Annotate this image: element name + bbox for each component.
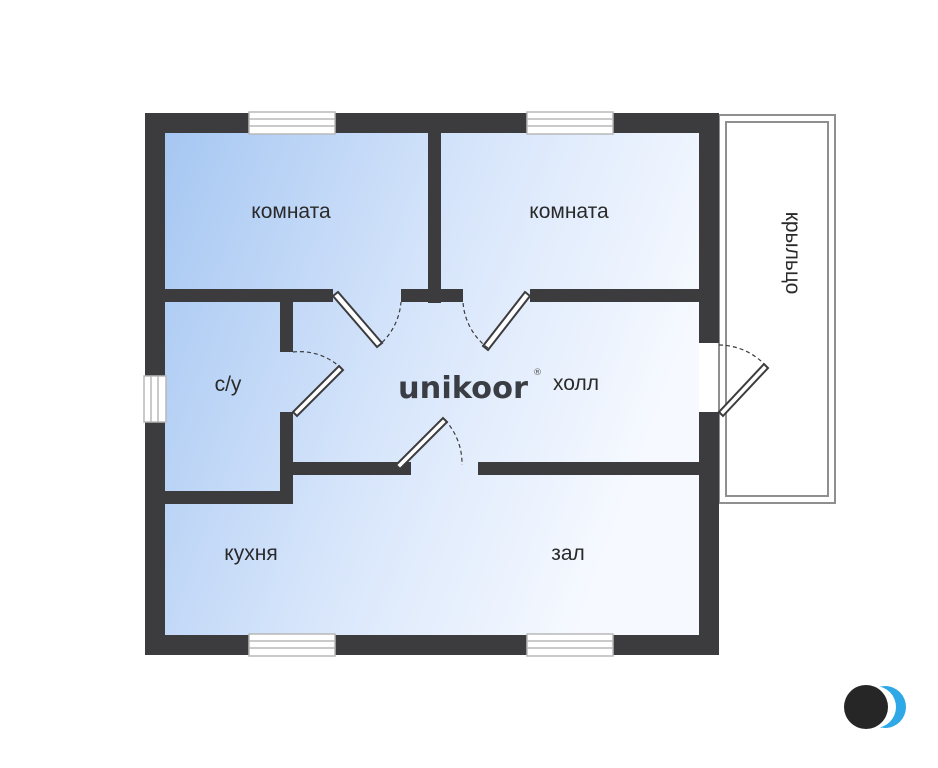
door-entrance bbox=[717, 344, 770, 418]
room-label-bathroom: с/у bbox=[215, 373, 242, 396]
wall-bath-right-upper bbox=[280, 302, 293, 352]
wall-room-right-bottom bbox=[530, 289, 699, 302]
outer-wall-right-lower bbox=[699, 412, 719, 655]
window-top-left bbox=[248, 111, 336, 135]
wall-room-middle-stub bbox=[401, 289, 463, 302]
outer-wall-right-upper bbox=[699, 113, 719, 343]
wall-room-left-bottom bbox=[165, 289, 333, 302]
outer-wall-bottom bbox=[145, 635, 719, 655]
windows bbox=[143, 111, 614, 657]
wall-between-rooms bbox=[428, 133, 441, 303]
window-top-right bbox=[526, 111, 614, 135]
outer-wall-top bbox=[145, 113, 719, 133]
door-room-right bbox=[462, 290, 532, 352]
room-label-living-room: зал bbox=[551, 542, 585, 565]
door-living-room bbox=[394, 416, 463, 471]
unikoor-logo-icon: unikoor ® bbox=[398, 368, 542, 406]
door-room-left bbox=[331, 290, 402, 349]
porch bbox=[718, 114, 836, 504]
room-label-left: комната bbox=[251, 200, 331, 223]
wall-hall-bottom-right bbox=[478, 462, 699, 475]
room-label-kitchen: кухня bbox=[224, 542, 277, 565]
wall-hall-bottom-left bbox=[293, 462, 411, 475]
room-label-right: комната bbox=[529, 200, 609, 223]
wall-bath-right-lower bbox=[280, 412, 293, 504]
room-label-hall: холл bbox=[553, 372, 599, 395]
brand-name: unikoor bbox=[398, 371, 528, 406]
brand-registered-mark: ® bbox=[533, 368, 542, 378]
door-bathroom bbox=[291, 351, 345, 418]
wall-bath-bottom bbox=[165, 491, 293, 504]
corner-badge-icon bbox=[844, 685, 906, 729]
room-label-porch: крыльцо bbox=[781, 212, 804, 295]
window-bottom-left bbox=[248, 633, 336, 657]
doors bbox=[291, 290, 770, 471]
window-left bbox=[143, 375, 167, 423]
window-bottom-right bbox=[526, 633, 614, 657]
